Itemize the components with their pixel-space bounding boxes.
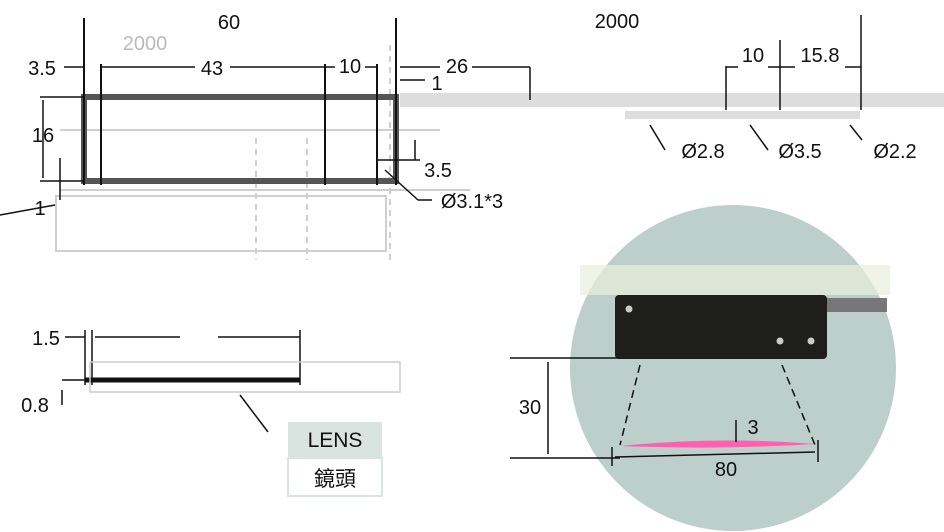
dim-side-b: 0.8 (21, 395, 49, 417)
dim-diameter-1: Ø2.8 (681, 141, 724, 163)
dim-overall-length: 60 (218, 12, 240, 34)
sensor-body-outline (0, 18, 531, 216)
dimension-labels: 60 2000 3.5 43 10 26 1 16 1 3.5 Ø3.1*3 2… (21, 11, 917, 481)
dim-diameter-2: Ø3.5 (778, 141, 821, 163)
dim-detect-distance: 30 (519, 397, 541, 419)
lens-legend: LENS 鏡頭 (287, 422, 383, 497)
sensor-photo (615, 295, 827, 359)
dim-beam-length: 80 (715, 459, 737, 481)
legend-lens-en: LENS (308, 429, 363, 452)
legend-lens-zh: 鏡頭 (314, 468, 356, 491)
dim-segment: 10 (339, 56, 361, 78)
cable-outline (649, 15, 863, 151)
photo-inset (510, 205, 896, 531)
dim-cable-segment-a: 10 (742, 45, 764, 67)
dim-cable-length: 2000 (595, 11, 640, 33)
dim-body-length: 43 (201, 58, 223, 80)
dim-gap: 1 (431, 73, 442, 95)
dim-bottom-offset: 1 (34, 198, 45, 220)
side-view-outline (61, 330, 401, 433)
dim-beam-width: 3 (747, 417, 758, 439)
dim-hole-spec: Ø3.1*3 (441, 191, 503, 213)
dim-offset-left: 3.5 (28, 58, 56, 80)
dim-height: 16 (32, 125, 54, 147)
laser-beam (620, 440, 815, 448)
dim-diameter-3: Ø2.2 (873, 141, 916, 163)
dim-cable-segment-b: 15.8 (801, 45, 840, 67)
dim-cable-exit: 26 (446, 56, 468, 78)
dim-hole-offset: 3.5 (424, 160, 452, 182)
dim-cable-length-ghost: 2000 (123, 33, 168, 55)
ghost-overlay (55, 45, 944, 265)
dim-side-a: 1.5 (32, 328, 60, 350)
